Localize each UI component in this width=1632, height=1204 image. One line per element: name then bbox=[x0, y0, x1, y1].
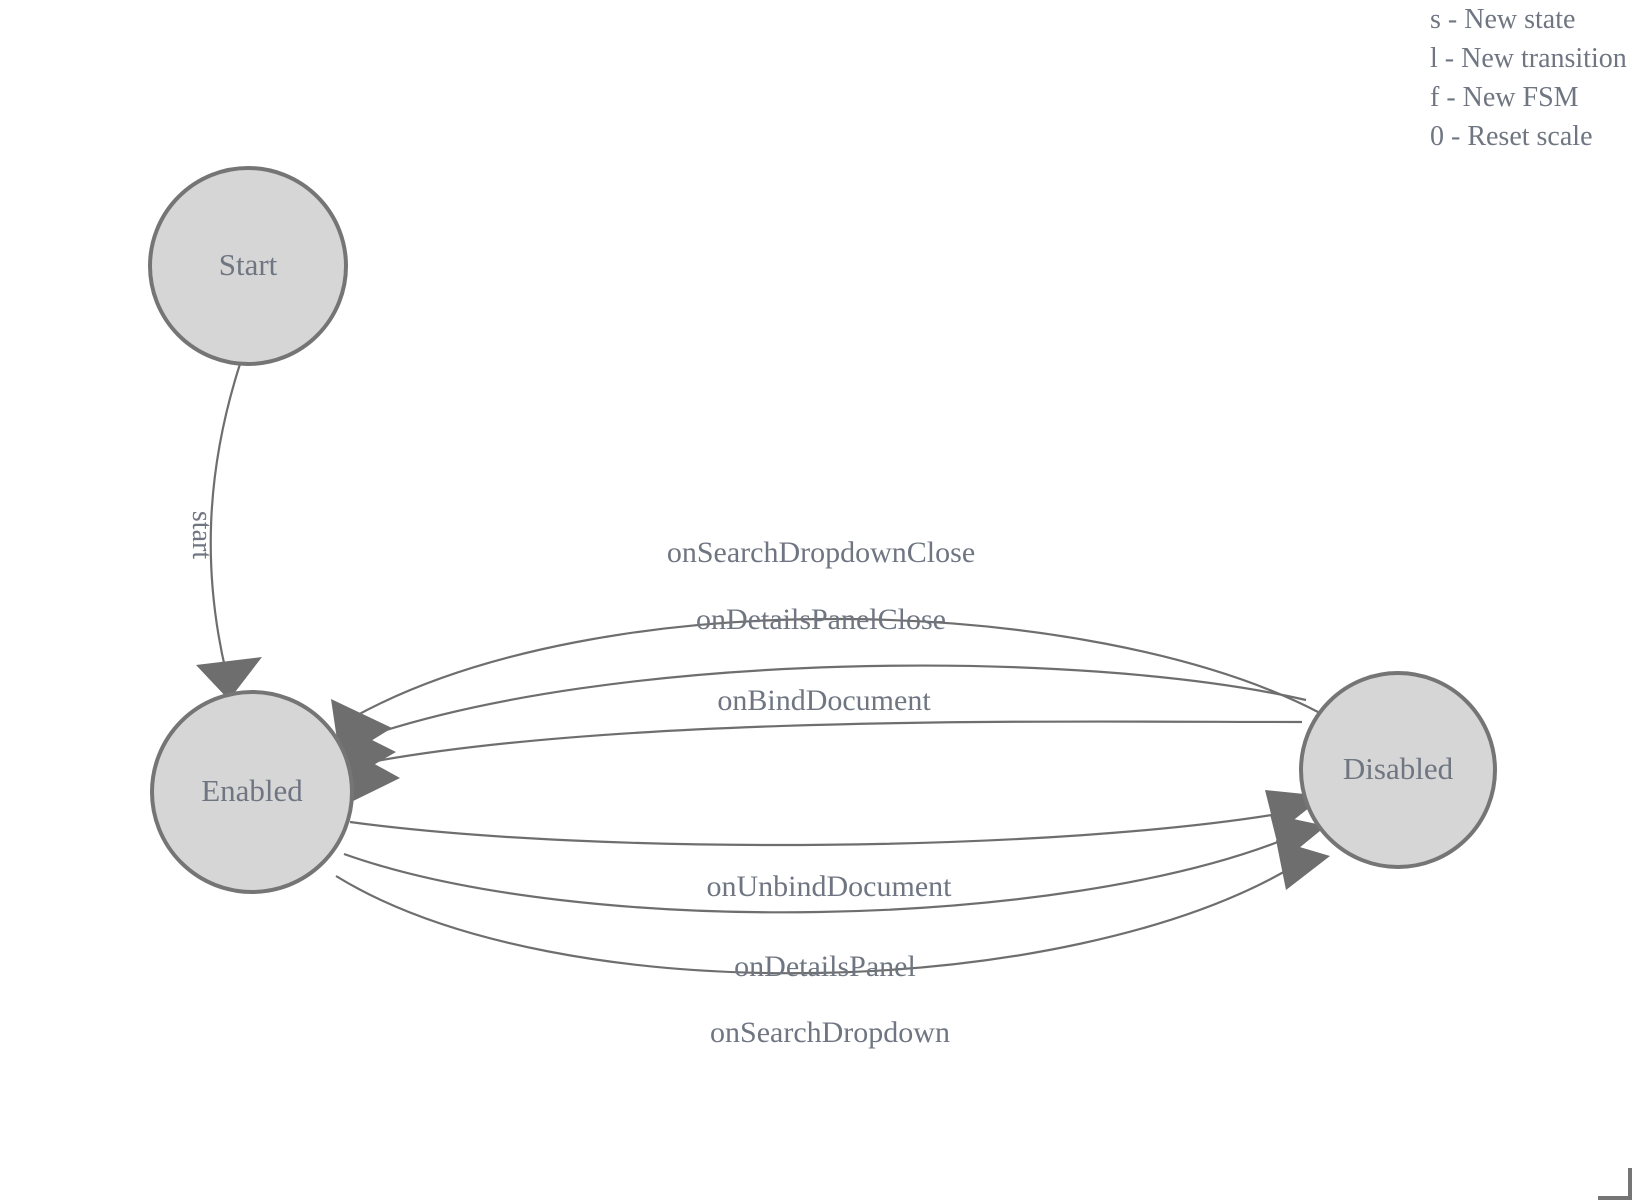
arrowhead-start-enabled bbox=[196, 657, 262, 700]
resize-corner-handle[interactable] bbox=[1598, 1168, 1632, 1200]
node-enabled[interactable]: Enabled bbox=[150, 690, 354, 894]
edge-enabled-to-disabled-onunbinddocument[interactable] bbox=[349, 790, 1324, 847]
edge-path-ondetailspanelclose[interactable] bbox=[355, 664, 1307, 742]
edge-disabled-to-enabled-onbinddocument[interactable] bbox=[342, 720, 1303, 804]
node-disabled[interactable]: Disabled bbox=[1299, 671, 1497, 869]
edge-start-to-enabled[interactable] bbox=[196, 363, 262, 700]
edge-label-onbinddocument: onBindDocument bbox=[717, 684, 931, 717]
node-start[interactable]: Start bbox=[148, 166, 348, 366]
node-disabled-label: Disabled bbox=[1343, 751, 1454, 786]
node-enabled-label: Enabled bbox=[201, 773, 303, 808]
edge-path-onsearchdropdown[interactable] bbox=[335, 865, 1295, 975]
arrowhead-onbinddocument bbox=[342, 746, 400, 804]
edge-enabled-to-disabled-onsearchdropdown[interactable] bbox=[335, 840, 1330, 975]
node-start-circle[interactable] bbox=[148, 166, 348, 366]
edge-label-onunbinddocument: onUnbindDocument bbox=[707, 870, 953, 903]
arrowhead-onsearchdropdown bbox=[1276, 840, 1330, 890]
edge-path-start-enabled[interactable] bbox=[209, 363, 242, 673]
edge-label-onsearchdropdownclose: onSearchDropdownClose bbox=[667, 536, 975, 569]
node-disabled-circle[interactable] bbox=[1299, 671, 1497, 869]
edge-path-ondetailspanel[interactable] bbox=[343, 836, 1289, 914]
edge-label-start: start bbox=[186, 511, 217, 559]
node-enabled-circle[interactable] bbox=[150, 690, 354, 894]
edge-label-onsearchdropdown: onSearchDropdown bbox=[710, 1016, 950, 1049]
edge-path-onunbinddocument[interactable] bbox=[349, 810, 1291, 847]
edge-path-onsearchdropdownclose[interactable] bbox=[351, 617, 1319, 719]
edge-label-ondetailspanel: onDetailsPanel bbox=[734, 950, 916, 983]
node-start-label: Start bbox=[219, 247, 278, 282]
edge-label-ondetailspanelclose: onDetailsPanelClose bbox=[696, 603, 946, 636]
edge-path-onbinddocument[interactable] bbox=[359, 720, 1303, 766]
